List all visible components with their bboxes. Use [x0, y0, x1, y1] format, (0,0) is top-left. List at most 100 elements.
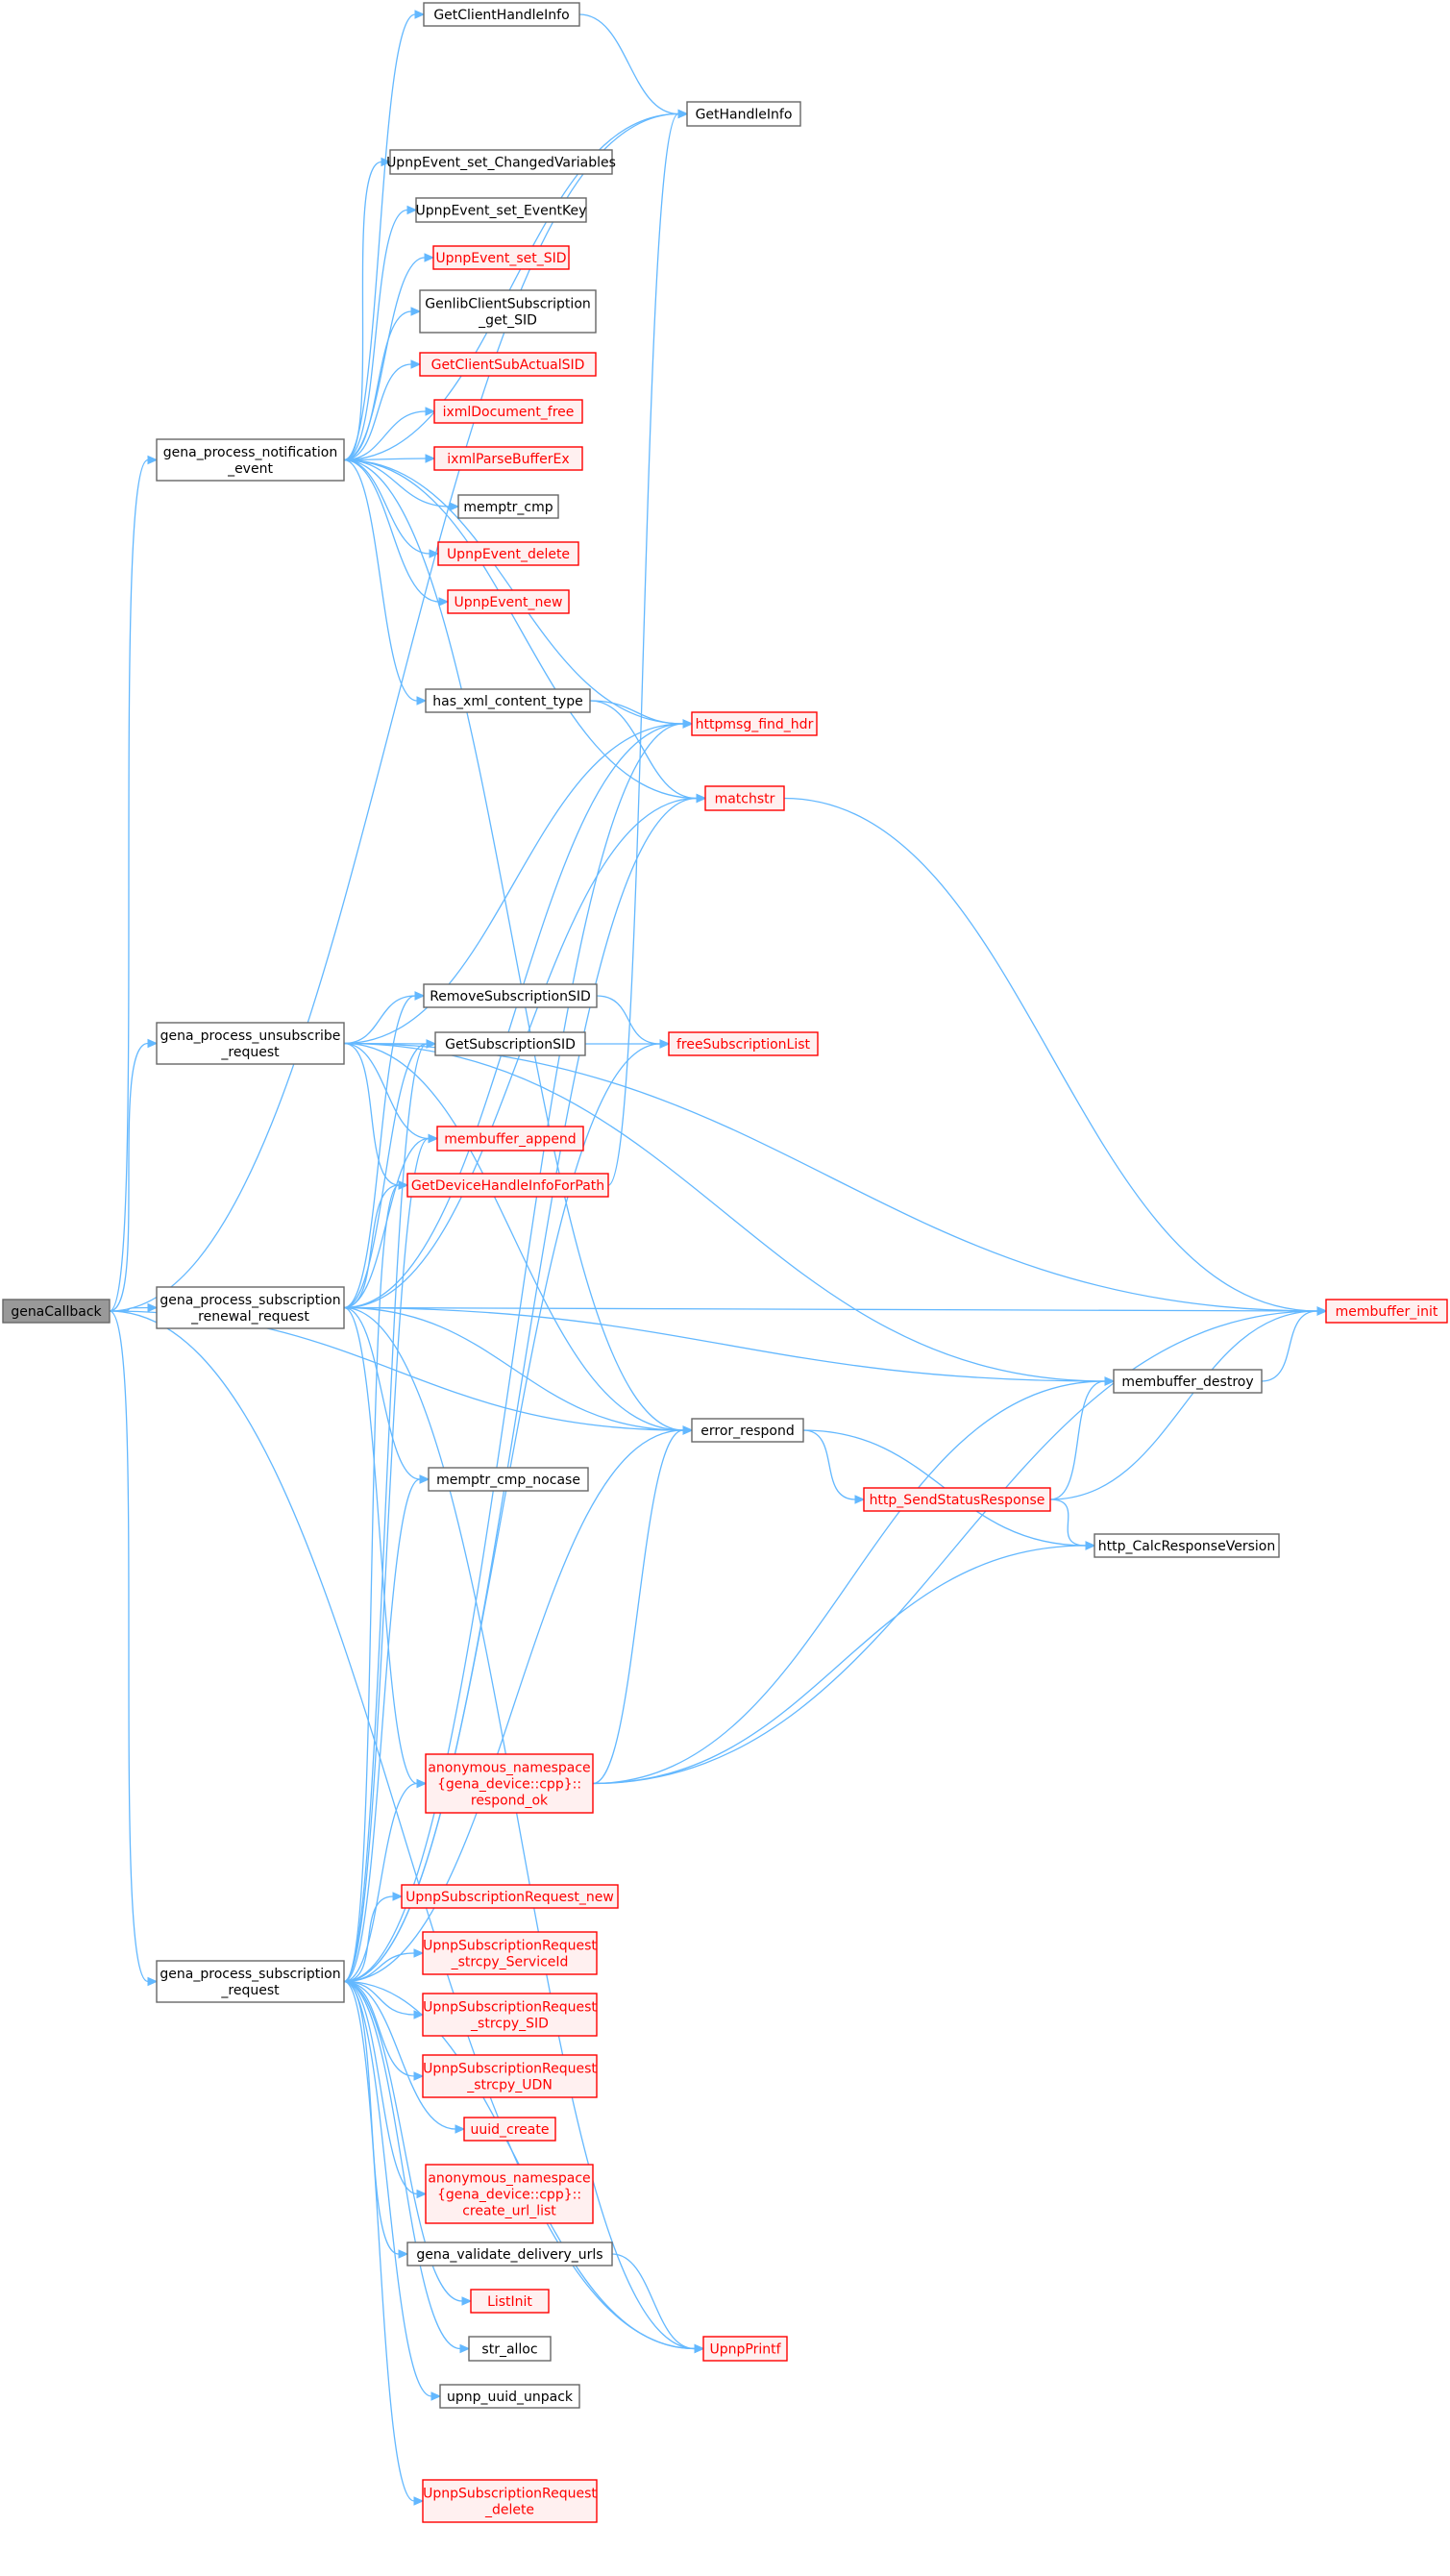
node-matchstr[interactable]: matchstr: [704, 785, 785, 811]
node-box-upnp-event-delete[interactable]: [437, 541, 579, 566]
node-membuffer-append[interactable]: membuffer_append: [436, 1126, 584, 1152]
node-box-membuffer-init[interactable]: [1325, 1299, 1448, 1324]
node-label-gpne-line-2: _event: [227, 461, 273, 477]
node-box-strcpy-sid[interactable]: [422, 1993, 598, 2037]
node-gena-callback[interactable]: genaCallback: [2, 1299, 111, 1324]
node-http-calc-response-version[interactable]: http_CalcResponseVersion: [1094, 1533, 1280, 1558]
node-upnp-event-new[interactable]: UpnpEvent_new: [447, 589, 570, 614]
node-list-init[interactable]: ListInit: [470, 2289, 550, 2314]
edge-gpur-to-membuffer-init: [343, 1042, 1318, 1312]
node-box-free-subscription-list[interactable]: [668, 1031, 819, 1056]
node-box-respond-ok[interactable]: [425, 1753, 594, 1814]
node-remove-subscription-sid[interactable]: RemoveSubscriptionSID: [423, 983, 598, 1008]
node-box-error-respond[interactable]: [691, 1418, 804, 1443]
node-box-get-client-handle-info[interactable]: [423, 2, 580, 27]
node-box-gpsr[interactable]: [156, 1960, 345, 2003]
node-membuffer-init[interactable]: membuffer_init: [1325, 1299, 1448, 1324]
edge-has-xml-content-type-to-httpmsg-find-hdr: [589, 700, 684, 725]
node-box-upnp-event-set-sid[interactable]: [432, 245, 570, 270]
node-box-gpne[interactable]: [156, 438, 345, 482]
arrowhead-gpsr-to-gena-validate-delivery-urls: [398, 2249, 409, 2259]
node-gena-validate-delivery-urls[interactable]: gena_validate_delivery_urls: [406, 2242, 613, 2266]
node-upnp-printf[interactable]: UpnpPrintf: [702, 2336, 788, 2362]
node-box-get-device-handle-info-for-path[interactable]: [406, 1173, 609, 1198]
node-genlib-client-subscription-get-sid[interactable]: GenlibClientSubscription_get_SID: [419, 289, 597, 334]
node-ixml-parse-buffer-ex[interactable]: ixmlParseBufferEx: [433, 446, 583, 471]
node-box-strcpy-service-id[interactable]: [422, 1931, 598, 1975]
node-gpur[interactable]: gena_process_unsubscribe_request: [156, 1022, 345, 1065]
node-box-get-handle-info[interactable]: [686, 101, 801, 127]
node-box-create-url-list[interactable]: [425, 2164, 594, 2224]
node-respond-ok[interactable]: anonymous_namespace{gena_device::cpp}::r…: [425, 1753, 594, 1814]
node-has-xml-content-type[interactable]: has_xml_content_type: [425, 688, 591, 713]
node-box-memptr-cmp-nocase[interactable]: [428, 1467, 589, 1492]
node-gpsr[interactable]: gena_process_subscription_request: [156, 1960, 345, 2003]
node-gpsrr[interactable]: gena_process_subscription_renewal_reques…: [156, 1286, 345, 1329]
node-box-memptr-cmp[interactable]: [457, 494, 559, 519]
node-membuffer-destroy[interactable]: membuffer_destroy: [1113, 1369, 1263, 1394]
node-box-upnp-printf[interactable]: [702, 2336, 788, 2362]
node-get-handle-info[interactable]: GetHandleInfo: [686, 101, 801, 127]
node-box-http-calc-response-version[interactable]: [1094, 1533, 1280, 1558]
node-box-upnp-event-new[interactable]: [447, 589, 570, 614]
node-box-matchstr[interactable]: [704, 785, 785, 811]
node-get-client-handle-info[interactable]: GetClientHandleInfo: [423, 2, 580, 27]
edge-gpsr-to-uuid-create: [343, 1980, 456, 2130]
node-box-strcpy-udn[interactable]: [422, 2054, 598, 2098]
node-upnp-event-set-sid[interactable]: UpnpEvent_set_SID: [432, 245, 570, 270]
node-ixml-document-free[interactable]: ixmlDocument_free: [433, 399, 583, 424]
node-strcpy-sid[interactable]: UpnpSubscriptionRequest_strcpy_SID: [422, 1993, 598, 2037]
node-httpmsg-find-hdr[interactable]: httpmsg_find_hdr: [691, 711, 818, 736]
node-box-http-send-status-response[interactable]: [863, 1487, 1051, 1512]
node-box-remove-subscription-sid[interactable]: [423, 983, 598, 1008]
node-box-membuffer-destroy[interactable]: [1113, 1369, 1263, 1394]
node-box-str-alloc[interactable]: [468, 2336, 552, 2362]
node-box-ixml-document-free[interactable]: [433, 399, 583, 424]
node-box-gena-callback[interactable]: [2, 1299, 111, 1324]
node-create-url-list[interactable]: anonymous_namespace{gena_device::cpp}::c…: [425, 2164, 594, 2224]
node-str-alloc[interactable]: str_alloc: [468, 2336, 552, 2362]
node-upnp-uuid-unpack[interactable]: upnp_uuid_unpack: [439, 2384, 580, 2409]
node-box-httpmsg-find-hdr[interactable]: [691, 711, 818, 736]
node-upnp-event-set-changed-variables[interactable]: UpnpEvent_set_ChangedVariables: [386, 149, 616, 175]
node-free-subscription-list[interactable]: freeSubscriptionList: [668, 1031, 819, 1056]
edge-gpne-to-matchstr: [343, 458, 698, 800]
node-box-get-client-sub-actual-sid[interactable]: [419, 352, 597, 377]
node-upnp-event-delete[interactable]: UpnpEvent_delete: [437, 541, 579, 566]
node-box-gpsrr[interactable]: [156, 1286, 345, 1329]
edge-gena-callback-to-upnp-printf: [109, 1310, 696, 2350]
node-box-upnp-event-set-event-key[interactable]: [415, 197, 587, 223]
node-memptr-cmp[interactable]: memptr_cmp: [457, 494, 559, 519]
node-error-respond[interactable]: error_respond: [691, 1418, 804, 1443]
node-box-genlib-client-subscription-get-sid[interactable]: [419, 289, 597, 334]
node-box-ixml-parse-buffer-ex[interactable]: [433, 446, 583, 471]
node-uuid-create[interactable]: uuid_create: [463, 2117, 556, 2142]
node-upnp-event-set-event-key[interactable]: UpnpEvent_set_EventKey: [415, 197, 587, 223]
node-upnp-subscription-request-delete[interactable]: UpnpSubscriptionRequest_delete: [422, 2479, 598, 2523]
node-box-upnp-uuid-unpack[interactable]: [439, 2384, 580, 2409]
node-box-membuffer-append[interactable]: [436, 1126, 584, 1152]
node-box-gpur[interactable]: [156, 1022, 345, 1065]
edge-gpsr-to-error-respond: [343, 1429, 684, 1983]
node-strcpy-service-id[interactable]: UpnpSubscriptionRequest_strcpy_ServiceId: [422, 1931, 598, 1975]
node-get-device-handle-info-for-path[interactable]: GetDeviceHandleInfoForPath: [406, 1173, 609, 1198]
node-box-list-init[interactable]: [470, 2289, 550, 2314]
node-box-upnp-subscription-request-delete[interactable]: [422, 2479, 598, 2523]
call-edges: [109, 10, 1328, 2506]
node-get-client-sub-actual-sid[interactable]: GetClientSubActualSID: [419, 352, 597, 377]
node-box-upnp-subscription-request-new[interactable]: [401, 1884, 619, 1909]
node-box-gena-validate-delivery-urls[interactable]: [406, 2242, 613, 2266]
node-get-subscription-sid[interactable]: GetSubscriptionSID: [434, 1031, 586, 1056]
node-box-get-subscription-sid[interactable]: [434, 1031, 586, 1056]
node-label-memptr-cmp-nocase-line-1: memptr_cmp_nocase: [436, 1473, 580, 1488]
node-strcpy-udn[interactable]: UpnpSubscriptionRequest_strcpy_UDN: [422, 2054, 598, 2098]
node-upnp-subscription-request-new[interactable]: UpnpSubscriptionRequest_new: [401, 1884, 619, 1909]
node-box-uuid-create[interactable]: [463, 2117, 556, 2142]
node-gpne[interactable]: gena_process_notification_event: [156, 438, 345, 482]
node-http-send-status-response[interactable]: http_SendStatusResponse: [863, 1487, 1051, 1512]
arrowhead-gpne-to-upnp-event-set-event-key: [406, 205, 418, 215]
node-memptr-cmp-nocase[interactable]: memptr_cmp_nocase: [428, 1467, 589, 1492]
node-box-has-xml-content-type[interactable]: [425, 688, 591, 713]
node-label-list-init-line-1: ListInit: [487, 2294, 532, 2310]
node-box-upnp-event-set-changed-variables[interactable]: [389, 149, 613, 175]
